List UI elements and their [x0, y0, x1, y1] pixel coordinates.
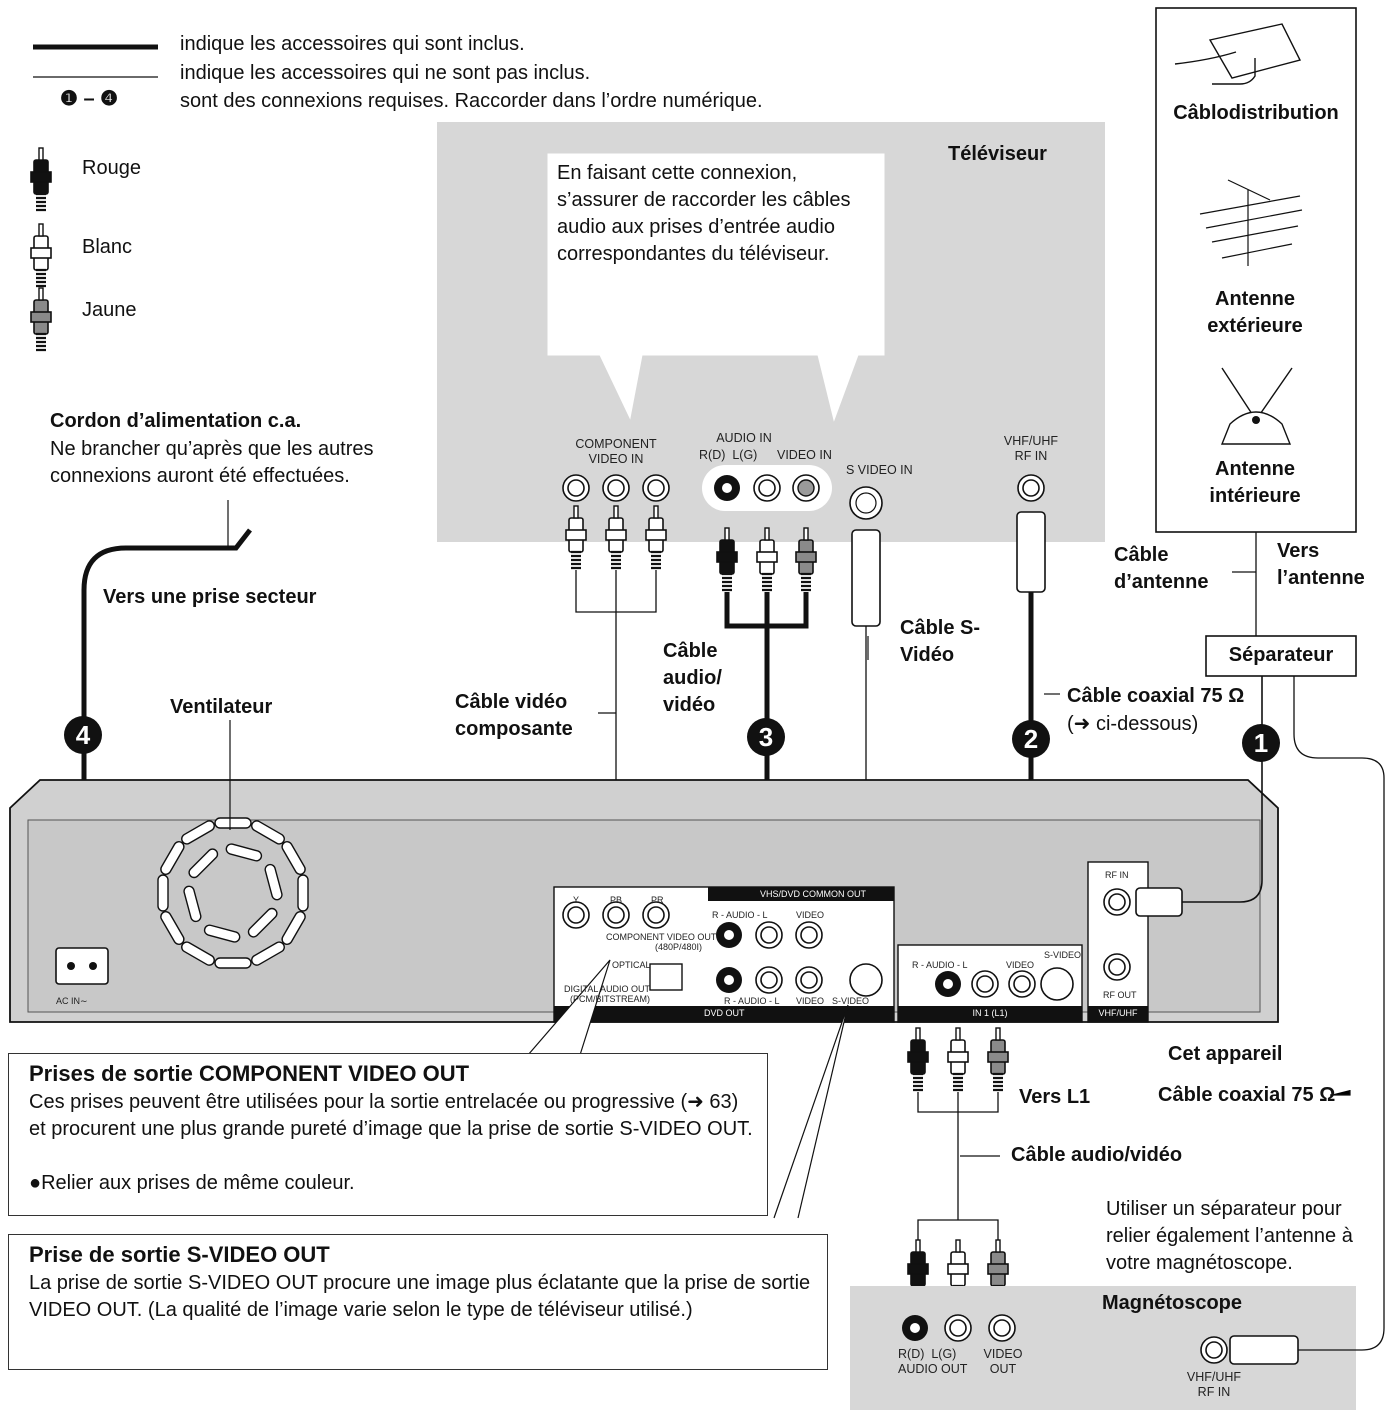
step-4-badge: 4 — [64, 716, 102, 754]
ac-in-label: AC IN∼ — [56, 996, 88, 1006]
to-outlet-label: Vers une prise secteur — [103, 586, 317, 608]
dvd-video-label: VIDEO — [796, 996, 825, 1006]
audio-in-lr-label: R(D) L(G) — [699, 448, 758, 462]
tv-title: Téléviseur — [948, 143, 1047, 165]
vhs-video-label: VIDEO — [796, 910, 825, 920]
vhs-out-label: VHS/DVD COMMON OUT — [760, 889, 867, 899]
vcr-rf-in-label: VHF/UHF RF IN — [1186, 1370, 1242, 1399]
coax-ref-label: (➜ ci-dessous) — [1067, 713, 1199, 735]
unit-name-label: Cet appareil — [1168, 1043, 1283, 1065]
in1-video-label: VIDEO — [1006, 960, 1035, 970]
power-cord-note: Ne brancher qu’après que les autres conn… — [50, 438, 374, 487]
audio-in-label: AUDIO IN — [716, 431, 772, 445]
component-info-box: Prises de sortie COMPONENT VIDEO OUT Ces… — [8, 1053, 768, 1216]
in1-label: IN 1 (L1) — [972, 1008, 1008, 1018]
coax-cable-label: Câble coaxial 75 Ω — [1067, 685, 1245, 707]
antenna-cable-label: Câble d’antenne — [1114, 544, 1209, 593]
s-video-in-label: S VIDEO IN — [846, 463, 913, 477]
unit-rf-out-label: RF OUT — [1103, 990, 1137, 1000]
legend-included: indique les accessoires qui sont inclus. — [180, 33, 525, 55]
vcr-video-out-label: VIDEO OUT — [983, 1347, 1023, 1376]
in1-s-video-label: S-VIDEO — [1044, 950, 1082, 960]
fan-label: Ventilateur — [170, 696, 273, 718]
pr-label: PR — [651, 895, 664, 905]
plug-red-label: Rouge — [82, 157, 141, 179]
splitter-label: Séparateur — [1228, 644, 1334, 666]
step-3-badge: 3 — [747, 718, 785, 756]
digital-format-label: (PCM/BITSTREAM) — [570, 994, 650, 1004]
component-cable-label: Câble vidéo composante — [455, 691, 573, 740]
y-label: Y — [573, 895, 580, 905]
pb-label: PB — [610, 895, 623, 905]
dvd-audio-label: R - AUDIO - L — [724, 996, 780, 1006]
cable-tv-label: Câblodistribution — [1173, 102, 1339, 124]
component-box-title: Prises de sortie COMPONENT VIDEO OUT — [29, 1061, 470, 1086]
to-l1-label: Vers L1 — [1019, 1086, 1091, 1108]
power-cord-title: Cordon d’alimentation c.a. — [50, 410, 302, 432]
legend-not-included: indique les accessoires qui ne sont pas … — [180, 62, 591, 84]
vcr-audio-out-label: R(D) L(G) AUDIO OUT — [898, 1347, 968, 1376]
splitter-note: Utiliser un séparateur pour relier égale… — [1106, 1198, 1353, 1274]
tv-rf-in-label: VHF/UHF RF IN — [1003, 434, 1059, 463]
step-2-badge: 2 — [1012, 720, 1050, 758]
s-video-box-title: Prise de sortie S-VIDEO OUT — [29, 1242, 330, 1267]
dvd-s-video-label: S-VIDEO — [832, 996, 870, 1006]
component-out-label: COMPONENT VIDEO OUT — [606, 932, 717, 942]
plug-yellow-label: Jaune — [82, 299, 137, 321]
s-video-cable-label: Câble S-Vidéo — [900, 617, 981, 666]
outdoor-antenna-label: Antenne extérieure — [1207, 288, 1303, 337]
component-in-label: COMPONENT VIDEO IN — [575, 437, 657, 466]
component-box-bullet: ●Relier aux prises de même couleur. — [29, 1172, 355, 1194]
optical-label: OPTICAL — [612, 960, 651, 970]
s-video-box-body: La prise de sortie S-VIDEO OUT procure u… — [29, 1272, 811, 1321]
in1-audio-label: R - AUDIO - L — [912, 960, 968, 970]
step-1-badge: 1 — [1242, 724, 1280, 762]
tv-callout-text: En faisant cette connexion, s’assurer de… — [557, 162, 851, 265]
s-video-info-box: Prise de sortie S-VIDEO OUT La prise de … — [8, 1234, 828, 1370]
unit-rf-in-label: RF IN — [1105, 870, 1129, 880]
unit-av-cable-label: Câble audio/vidéo — [1011, 1144, 1183, 1166]
component-box-body: Ces prises peuvent être utilisées pour l… — [29, 1091, 753, 1140]
legend-steps-text: sont des connexions requises. Raccorder … — [180, 90, 763, 112]
dvd-out-label: DVD OUT — [704, 1008, 745, 1018]
av-cable-label: Câble audio/ vidéo — [663, 640, 722, 716]
unit-coax-label: Câble coaxial 75 Ω — [1158, 1084, 1336, 1106]
unit-vhf-uhf-label: VHF/UHF — [1098, 1008, 1138, 1018]
to-antenna-label: Vers l’antenne — [1277, 540, 1365, 589]
plug-white-label: Blanc — [82, 236, 133, 258]
component-out-format: (480P/480I) — [655, 942, 703, 952]
vhs-audio-label: R - AUDIO - L — [712, 910, 768, 920]
digital-out-label: DIGITAL AUDIO OUT — [564, 984, 651, 994]
vcr-title: Magnétoscope — [1102, 1292, 1243, 1314]
video-in-label: VIDEO IN — [777, 448, 832, 462]
indoor-antenna-label: Antenne intérieure — [1209, 458, 1301, 507]
legend-steps-symbol: ❶ – ❹ — [60, 88, 119, 110]
